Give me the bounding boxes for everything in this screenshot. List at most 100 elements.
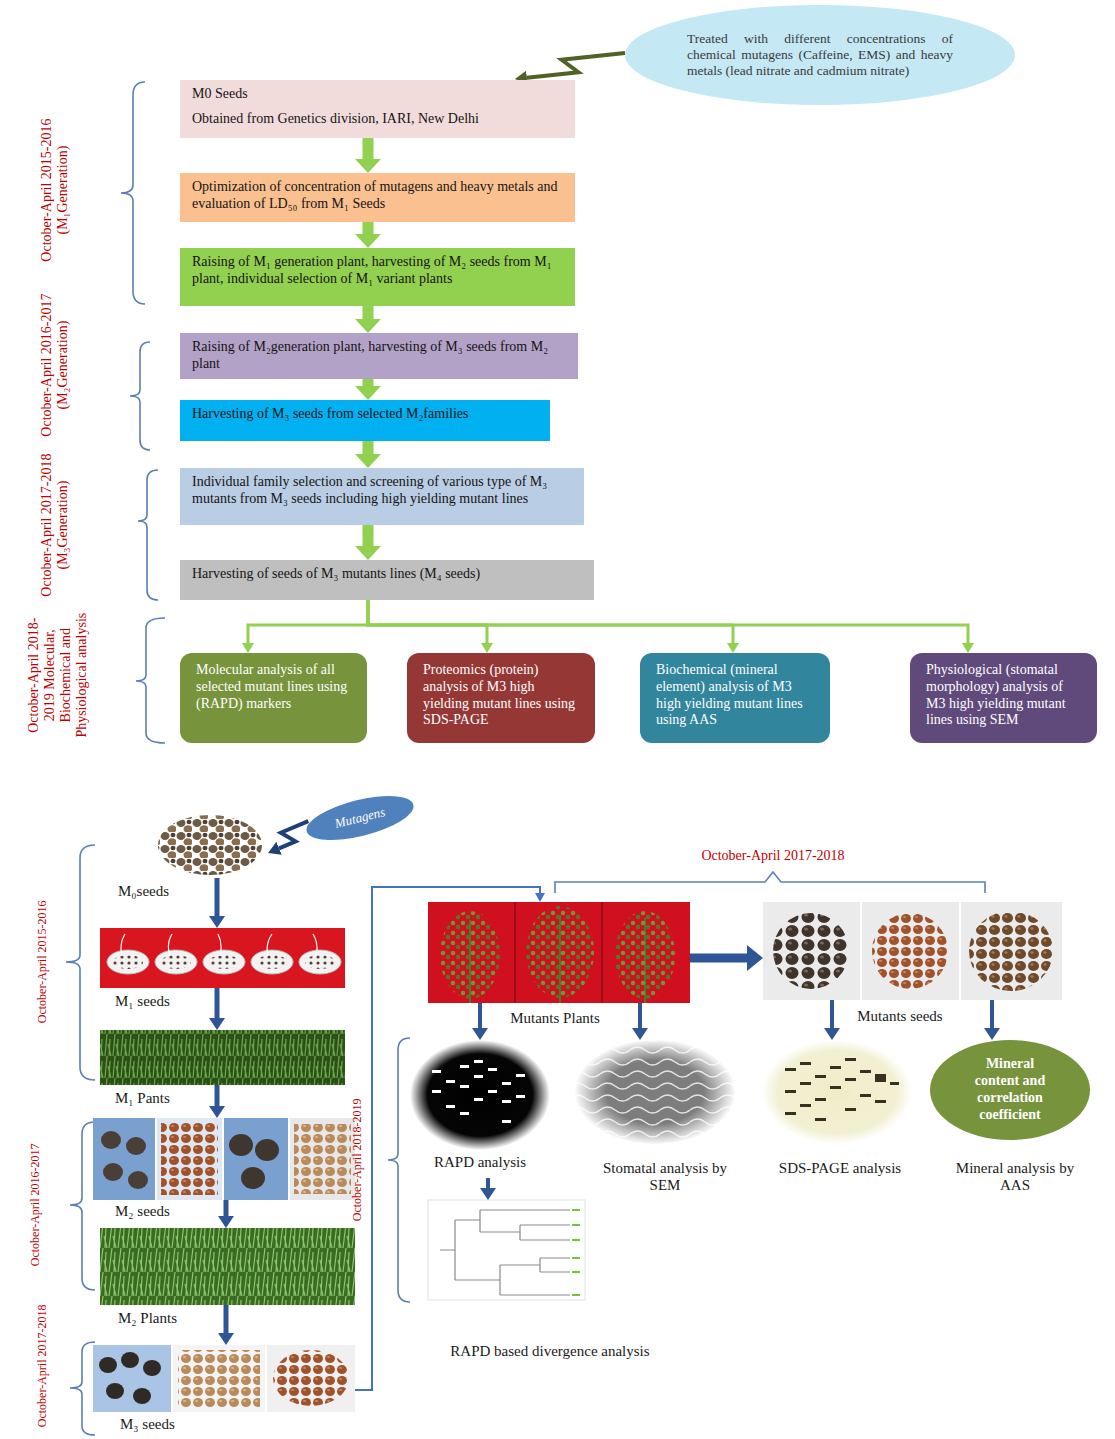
rect-shape	[502, 1100, 511, 1103]
rect-shape	[763, 902, 860, 1000]
photo-panel: M₁ seeds	[100, 928, 345, 988]
ellipse-shape	[574, 1039, 736, 1145]
flow-arrow	[363, 138, 374, 159]
rect-shape	[890, 1082, 899, 1085]
figure-caption: Stomatal analysis by SEM	[595, 1160, 735, 1195]
analysis-box: Physiological (stomatal morphology) anal…	[910, 653, 1097, 743]
figure-caption: M₁ Pants	[115, 1090, 215, 1107]
period-bracket	[66, 82, 985, 1435]
sds-page-photo	[762, 1040, 912, 1144]
rect-shape	[502, 1082, 511, 1085]
rect-shape	[488, 1090, 497, 1093]
path-shape	[136, 618, 165, 743]
flow-arrow	[363, 379, 374, 386]
ellipse-shape	[128, 1171, 148, 1189]
rect-shape	[446, 1080, 455, 1083]
flow-arrow	[368, 600, 968, 643]
photo-panel: Stomatal analysis by SEM	[575, 1040, 735, 1145]
rect-shape	[460, 1112, 469, 1115]
flow-arrow	[279, 821, 308, 848]
ellipse-shape	[872, 913, 948, 989]
period-label: October-April 2017-2018	[36, 1296, 50, 1436]
rect-shape	[860, 1094, 871, 1097]
rect-shape	[460, 1065, 469, 1068]
rect-shape	[785, 1068, 796, 1071]
rect-shape	[460, 1085, 469, 1088]
rect-shape	[845, 1078, 856, 1081]
figure-caption: M₁ seeds	[115, 993, 215, 1010]
photo-panel: RAPD based divergence analysis	[428, 1200, 585, 1300]
photo-panel: SDS-PAGE analysis	[762, 1040, 912, 1145]
g-shape	[432, 1060, 525, 1123]
path-shape	[70, 1122, 95, 1290]
ellipse-shape	[99, 1357, 117, 1373]
period-label: October-April 2017-2018	[663, 848, 883, 864]
rect-shape	[474, 1060, 483, 1063]
period-label: October-April 2016-2017 (M₂Generation)	[39, 289, 71, 441]
rect-shape	[428, 902, 690, 1003]
rect-shape	[474, 1098, 483, 1101]
process-box: Raising of M₂generation plant, harvestin…	[180, 333, 578, 379]
node-text: Raising of M₂generation plant, harvestin…	[192, 339, 566, 373]
path-shape	[70, 1342, 95, 1435]
node-text: Optimization of concentration of mutagen…	[192, 179, 563, 213]
plant-photo	[100, 1030, 345, 1085]
node-text: Mineral content and correlation coeffici…	[962, 1056, 1058, 1123]
rect-shape	[267, 1345, 355, 1412]
ellipse-shape	[121, 1352, 139, 1368]
node-text: M0 Seeds	[192, 86, 563, 103]
rect-shape	[800, 1062, 811, 1065]
rect-shape	[224, 1118, 288, 1200]
flow-arrow	[215, 1085, 220, 1106]
figure-caption: M₀seeds	[118, 883, 218, 900]
rect-shape	[93, 1118, 155, 1200]
flow-arrow	[215, 878, 220, 916]
ellipse-shape	[615, 911, 675, 999]
rect-shape	[100, 1030, 345, 1085]
flow-arrow	[690, 954, 747, 963]
node-text: Raising of M₁ generation plant, harvesti…	[192, 254, 563, 288]
rect-shape	[290, 1118, 355, 1200]
node-text: Proteomics (protein) analysis of M3 high…	[423, 662, 579, 729]
figure-caption: M₂ seeds	[115, 1203, 215, 1220]
ellipse-shape	[155, 950, 197, 974]
rect-shape	[800, 1104, 811, 1107]
ellipse-shape	[143, 1360, 161, 1376]
flow-arrow	[368, 600, 487, 643]
plant-photo	[100, 1228, 355, 1305]
rect-shape	[446, 1105, 455, 1108]
ellipse-shape	[440, 911, 500, 999]
flow-arrow	[527, 53, 625, 78]
rect-shape	[860, 1070, 871, 1073]
process-box: Optimization of concentration of mutagen…	[180, 173, 575, 222]
rect-shape	[862, 902, 959, 1000]
figure-caption: RAPD based divergence analysis	[420, 1343, 680, 1360]
rect-shape	[157, 1118, 222, 1200]
path-shape	[121, 82, 145, 304]
petri-photo	[100, 928, 345, 988]
rect-shape	[830, 1086, 841, 1089]
ellipse-shape	[229, 1134, 253, 1156]
process-box: Harvesting of M₃ seeds from selected M₂f…	[180, 400, 550, 441]
period-label: October-April 2018-2019	[351, 1085, 365, 1235]
figure-caption: Mutants Plants	[495, 1010, 615, 1027]
rect-shape	[502, 1120, 511, 1123]
period-label: October-April 2015-2016 (M₁Generation)	[39, 105, 71, 275]
rect-shape	[161, 1123, 218, 1195]
photo-panel: Mutants seeds	[763, 902, 1062, 1000]
rect-shape	[100, 1228, 355, 1305]
path-shape	[515, 902, 602, 1003]
rect-shape	[516, 1074, 525, 1077]
plant-photo	[428, 902, 690, 1003]
ellipse-shape	[158, 815, 262, 875]
process-box: Harvesting of seeds of M₃ mutants lines …	[180, 560, 594, 600]
figure-caption: M₃ seeds	[120, 1416, 220, 1433]
gel-photo	[410, 1040, 550, 1150]
path-shape	[121, 934, 317, 956]
node-text: Harvesting of M₃ seeds from selected M₂f…	[192, 406, 538, 423]
ellipse-shape	[251, 950, 293, 974]
rect-shape	[961, 902, 1062, 1000]
flow-arrow	[248, 600, 368, 643]
rect-shape	[845, 1058, 856, 1061]
